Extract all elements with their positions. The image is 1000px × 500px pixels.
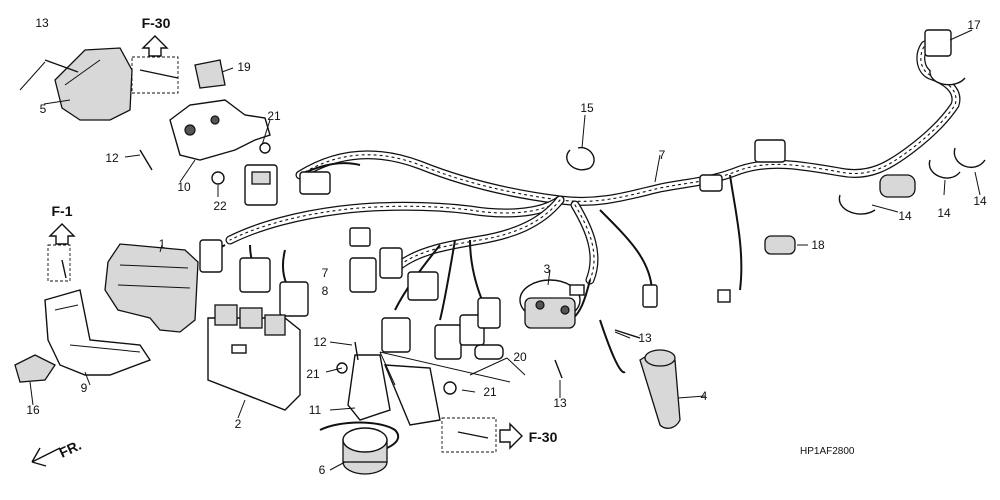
callout-4: 4: [701, 389, 708, 403]
callout-14-left: 14: [898, 209, 912, 223]
callout-10: 10: [177, 180, 191, 194]
callout-14-middle: 14: [937, 206, 951, 220]
front-arrow-icon: [31, 447, 61, 467]
part-9-bracket: [44, 289, 152, 376]
f30-top-arrow: [141, 35, 169, 57]
part-3-starter-relay: [519, 279, 585, 329]
diagram-code: HP1AF2800: [800, 446, 855, 457]
callout-6: 6: [319, 463, 326, 477]
callout-19: 19: [237, 60, 251, 74]
callout-13-top: 13: [35, 16, 49, 30]
callout-8: 8: [322, 284, 329, 298]
callout-14-right: 14: [973, 194, 987, 208]
ref-f30-bottom: F-30: [529, 429, 558, 445]
callout-18: 18: [811, 238, 825, 252]
callout-21-top: 21: [267, 109, 281, 123]
part-5-cover: [54, 47, 133, 121]
callout-21-right: 21: [483, 385, 497, 399]
clips-and-bands: [14, 59, 986, 395]
callout-5: 5: [40, 102, 47, 116]
f30-top-ref-box: [131, 56, 179, 94]
part-11-bracket: [347, 354, 441, 426]
front-marker-label: FR.: [57, 437, 84, 461]
callout-9: 9: [81, 381, 88, 395]
callout-1: 1: [159, 237, 166, 251]
part-6-condenser: [342, 427, 388, 475]
callout-22: 22: [213, 199, 227, 213]
callout-13-bottom: 13: [553, 396, 567, 410]
callout-12-top: 12: [105, 151, 119, 165]
part-10-switch-assembly: [169, 99, 271, 161]
bolts: [44, 59, 641, 439]
f30-bottom-arrow: [499, 422, 523, 450]
callout-13-right: 13: [638, 331, 652, 345]
callout-11: 11: [309, 403, 322, 417]
callout-3: 3: [544, 262, 551, 276]
callout-20: 20: [513, 350, 527, 364]
ref-f1: F-1: [52, 203, 73, 219]
harness-connectors: [199, 29, 952, 360]
f1-arrow: [48, 223, 76, 245]
callout-7: 7: [659, 148, 666, 162]
ref-f30-top: F-30: [142, 15, 171, 31]
callout-16: 16: [26, 403, 40, 417]
f1-ref-box: [47, 244, 71, 282]
callout-21-left: 21: [306, 367, 320, 381]
part-2-ecu-unit: [207, 304, 301, 411]
callout-17: 17: [967, 18, 981, 32]
callout-12-bottom: 12: [313, 335, 327, 349]
f30-bottom-ref-box: [441, 417, 497, 453]
callout-7-connector: 7: [322, 266, 329, 280]
callout-2: 2: [235, 417, 242, 431]
part-4-spark-plug-cap: [639, 349, 681, 429]
part-1-ecu-bracket: [104, 243, 199, 333]
leader-lines: [19, 29, 981, 471]
callout-15: 15: [580, 101, 594, 115]
